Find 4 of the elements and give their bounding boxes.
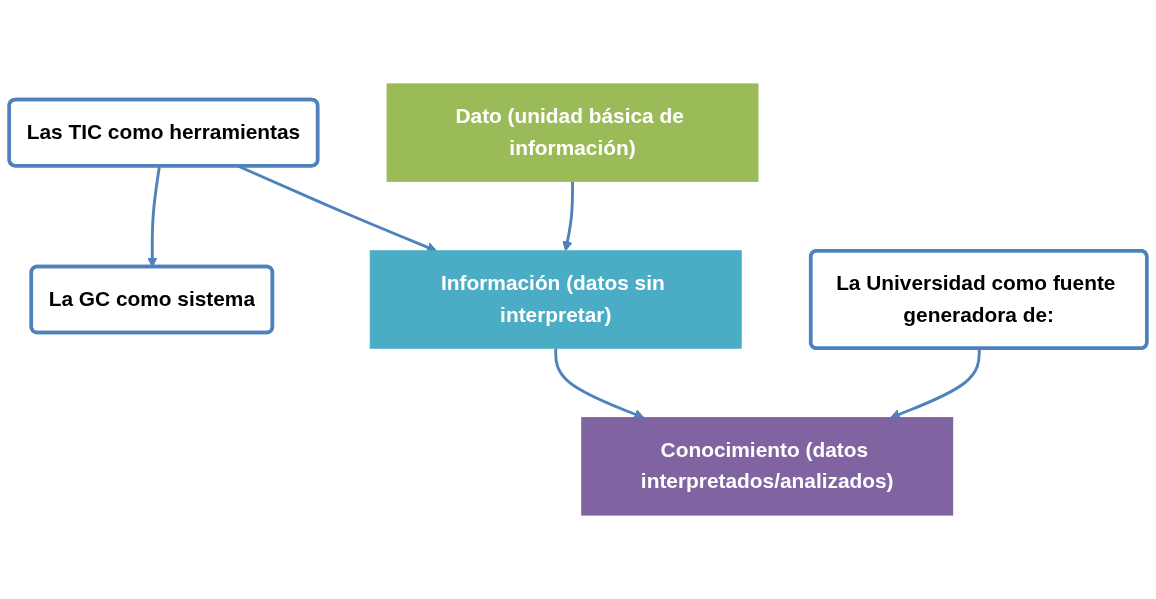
node-box: Conocimiento (datos interpretados/analizados): [581, 417, 954, 516]
node-box: Dato (unidad básica de información): [386, 83, 759, 182]
node-box: Información (datos sin interpretar): [369, 250, 742, 349]
arrow: [562, 181, 574, 252]
